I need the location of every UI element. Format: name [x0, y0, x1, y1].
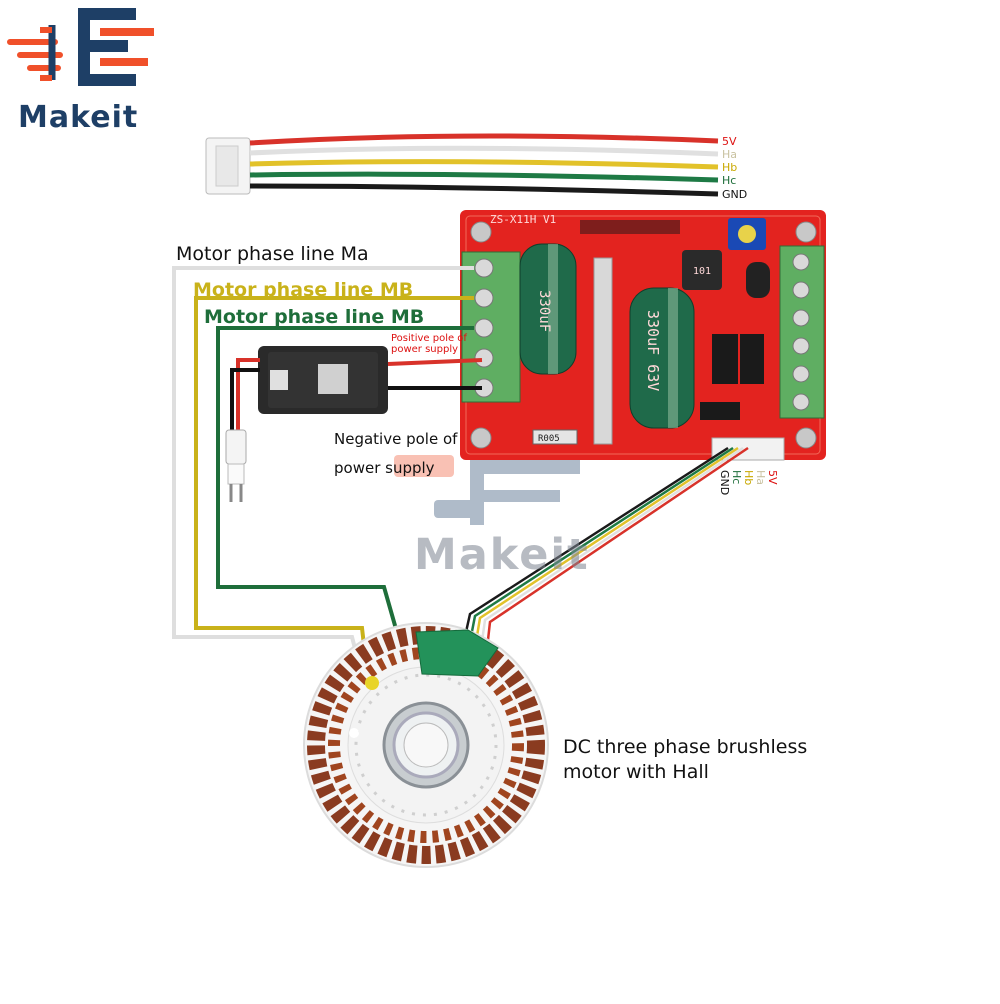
board-pin-labels: 5V Ha Hb Hc GND	[700, 470, 780, 540]
label-phase-mb-green: Motor phase line MB	[204, 306, 425, 328]
board-pin-hb: Hb	[742, 470, 755, 486]
label-negative-pole: Negative pole of power supply	[334, 425, 457, 483]
label-phase-ma: Motor phase line Ma	[176, 243, 369, 265]
controller-board: 330uF 330uF 63V 101 R005 ZS-X11H V1	[460, 210, 826, 461]
board-pin-gnd: GND	[718, 470, 731, 496]
pin-label-hc: Hc	[722, 174, 737, 187]
brushless-motor	[303, 622, 549, 868]
capacitor-2-label: 330uF 63V	[644, 310, 662, 391]
power-adapter	[225, 346, 483, 502]
label-negative-pole-line2: power supply	[334, 459, 435, 477]
label-positive-pole-line1: Positive pole of	[391, 333, 467, 344]
label-motor: DC three phase brushless motor with Hall	[563, 735, 807, 785]
board-pin-ha: Ha	[754, 470, 767, 486]
makeit-logo-icon	[7, 8, 154, 86]
capacitor-1-label: 330uF	[536, 290, 552, 332]
pin-label-gnd: GND	[722, 188, 748, 201]
brand-name: Makeit	[18, 100, 139, 135]
board-pin-5v: 5V	[766, 470, 779, 485]
board-model-label: ZS-X11H V1	[490, 213, 556, 226]
resistor-label: R005	[538, 434, 560, 444]
watermark-logo-icon	[394, 455, 580, 525]
pin-label-ha: Ha	[722, 148, 738, 161]
label-motor-line2: motor with Hall	[563, 761, 709, 783]
inductor-label: 101	[693, 266, 711, 277]
hall-cable	[205, 133, 719, 197]
pin-label-5v: 5V	[722, 135, 737, 148]
watermark-text: Makeit	[414, 530, 590, 580]
label-positive-pole: Positive pole of power supply	[391, 333, 467, 355]
label-positive-pole-line2: power supply	[391, 344, 459, 355]
board-pin-hc: Hc	[730, 470, 743, 485]
label-motor-line1: DC three phase brushless	[563, 736, 808, 758]
pin-label-hb: Hb	[722, 161, 738, 174]
label-phase-mb-yellow: Motor phase line MB	[193, 279, 414, 301]
label-negative-pole-line1: Negative pole of	[334, 430, 458, 448]
